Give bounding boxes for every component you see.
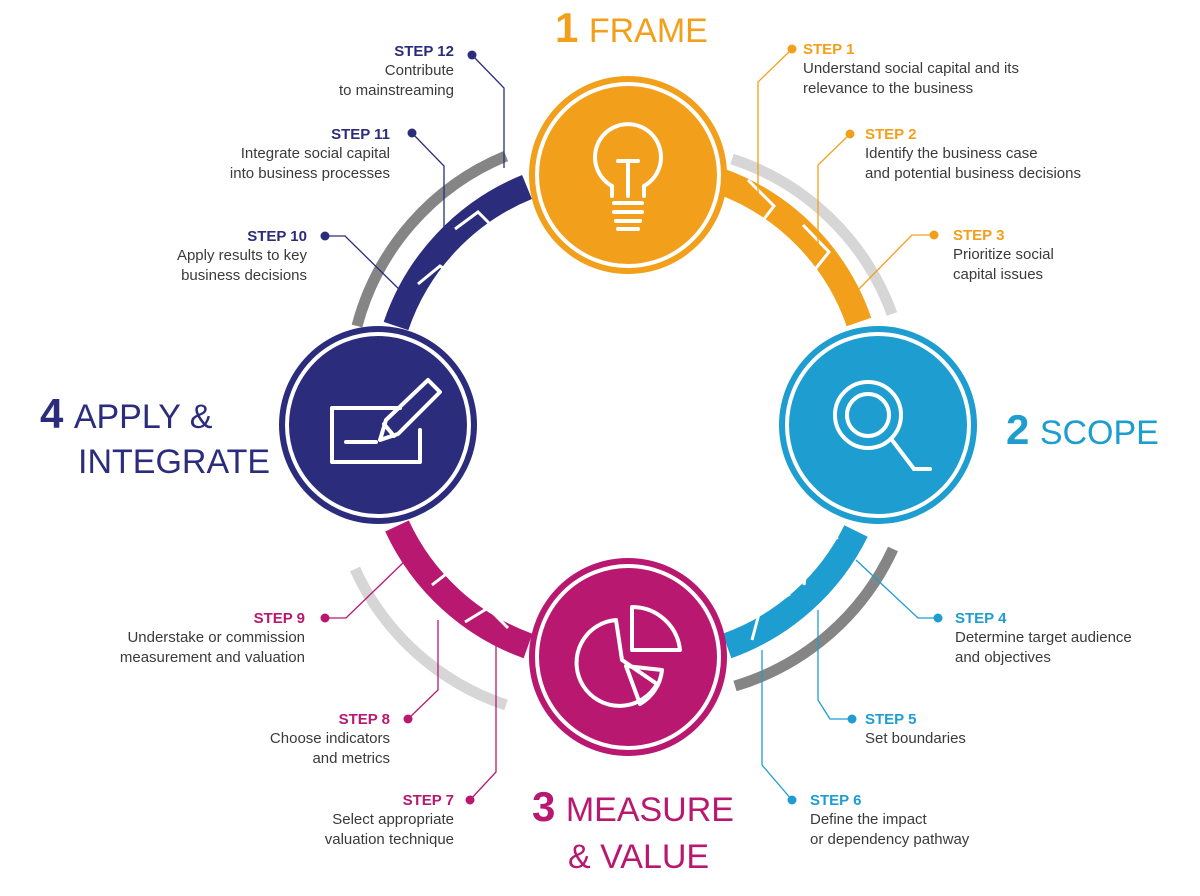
outer-gray-ring bbox=[349, 150, 898, 711]
phase-number: 2 bbox=[1006, 406, 1030, 453]
step-description: Select appropriate valuation technique bbox=[324, 811, 454, 848]
step-10-dot bbox=[320, 231, 330, 241]
frame-phase-circle bbox=[529, 76, 727, 274]
leader-dots bbox=[320, 44, 943, 805]
step-11-dot bbox=[407, 128, 417, 138]
phase-name-line1: MEASURE bbox=[565, 791, 734, 829]
phase-title-apply: 4 APPLY & INTEGRATE bbox=[40, 393, 271, 488]
frame-arc bbox=[715, 168, 872, 327]
step-2: STEP 2 Identify the business case and po… bbox=[865, 125, 1081, 184]
step-9-dot bbox=[320, 613, 330, 623]
leader-lines bbox=[325, 48, 938, 801]
step-10: STEP 10 Apply results to key business de… bbox=[177, 227, 307, 286]
step-description: Identify the business case and potential… bbox=[865, 145, 1081, 182]
phase-name-line1: APPLY & bbox=[73, 398, 213, 436]
step-5-dot bbox=[847, 714, 857, 724]
apply-arc bbox=[383, 174, 533, 331]
step-description: Understake or commission measurement and… bbox=[119, 629, 305, 666]
phase-name: SCOPE bbox=[1039, 414, 1159, 452]
step-description: Apply results to key business decisions bbox=[176, 247, 307, 284]
step-description: Choose indicators and metrics bbox=[269, 730, 390, 767]
step-6: STEP 6 Define the impact or dependency p… bbox=[810, 791, 969, 850]
phase-name-line2: & VALUE bbox=[568, 838, 710, 876]
step-label: STEP 6 bbox=[810, 792, 862, 809]
step-label: STEP 10 bbox=[247, 228, 307, 245]
step-1: STEP 1 Understand social capital and its… bbox=[803, 40, 1019, 99]
phase-title-measure: 3 MEASURE & VALUE bbox=[532, 786, 734, 884]
step-description: Prioritize social capital issues bbox=[953, 246, 1054, 283]
step-7-dot bbox=[465, 795, 475, 805]
step-4-dot bbox=[933, 613, 943, 623]
step-description: Integrate social capital into business p… bbox=[229, 145, 390, 182]
step-6-dot bbox=[787, 795, 797, 805]
step-description: Determine target audience and objectives bbox=[955, 629, 1132, 666]
step-label: STEP 4 bbox=[955, 610, 1007, 627]
magnifier-icon bbox=[833, 380, 932, 471]
phase-number: 1 bbox=[555, 4, 579, 51]
step-description: Define the impact or dependency pathway bbox=[810, 811, 970, 848]
step-5: STEP 5 Set boundaries bbox=[865, 710, 966, 749]
step-1-dot bbox=[787, 44, 797, 54]
phase-title-frame: 1 FRAME bbox=[555, 7, 708, 56]
step-label: STEP 8 bbox=[338, 711, 390, 728]
phase-number: 4 bbox=[40, 390, 64, 437]
step-8: STEP 8 Choose indicators and metrics bbox=[270, 710, 390, 769]
step-3: STEP 3 Prioritize social capital issues bbox=[953, 226, 1054, 285]
step-label: STEP 3 bbox=[953, 227, 1005, 244]
step-12-dot bbox=[467, 50, 477, 60]
edit-pencil-icon bbox=[330, 378, 442, 464]
step-12: STEP 12 Contribute to mainstreaming bbox=[339, 42, 454, 101]
step-label: STEP 11 bbox=[331, 126, 390, 143]
measure-phase-circle bbox=[529, 558, 727, 756]
step-label: STEP 1 bbox=[803, 41, 855, 58]
step-11: STEP 11 Integrate social capital into bu… bbox=[230, 125, 390, 184]
phase-name-line2: INTEGRATE bbox=[78, 443, 271, 481]
phase-title-scope: 2 SCOPE bbox=[1006, 409, 1159, 458]
step-description: Contribute to mainstreaming bbox=[338, 62, 454, 99]
apply-phase-circle bbox=[279, 326, 477, 524]
phase-number: 3 bbox=[532, 783, 556, 830]
step-9: STEP 9 Understake or commission measurem… bbox=[120, 609, 305, 668]
measure-arc bbox=[385, 520, 533, 659]
colored-arc-ring bbox=[383, 168, 872, 659]
step-7: STEP 7 Select appropriate valuation tech… bbox=[325, 791, 454, 850]
step-label: STEP 2 bbox=[865, 126, 917, 143]
step-label: STEP 7 bbox=[402, 792, 454, 809]
lightbulb-icon bbox=[593, 122, 663, 231]
step-4: STEP 4 Determine target audience and obj… bbox=[955, 609, 1132, 668]
phase-name: FRAME bbox=[588, 12, 708, 50]
step-label: STEP 5 bbox=[865, 711, 917, 728]
step-label: STEP 12 bbox=[394, 43, 454, 60]
step-description: Understand social capital and its releva… bbox=[803, 60, 1019, 97]
step-3-dot bbox=[929, 230, 939, 240]
arc-chevrons bbox=[417, 178, 839, 641]
step-description: Set boundaries bbox=[865, 730, 966, 747]
pie-chart-icon bbox=[574, 604, 682, 708]
scope-phase-circle bbox=[779, 326, 977, 524]
step-2-dot bbox=[845, 129, 855, 139]
scope-arc bbox=[722, 525, 868, 659]
step-8-dot bbox=[403, 714, 413, 724]
step-label: STEP 9 bbox=[253, 610, 305, 627]
